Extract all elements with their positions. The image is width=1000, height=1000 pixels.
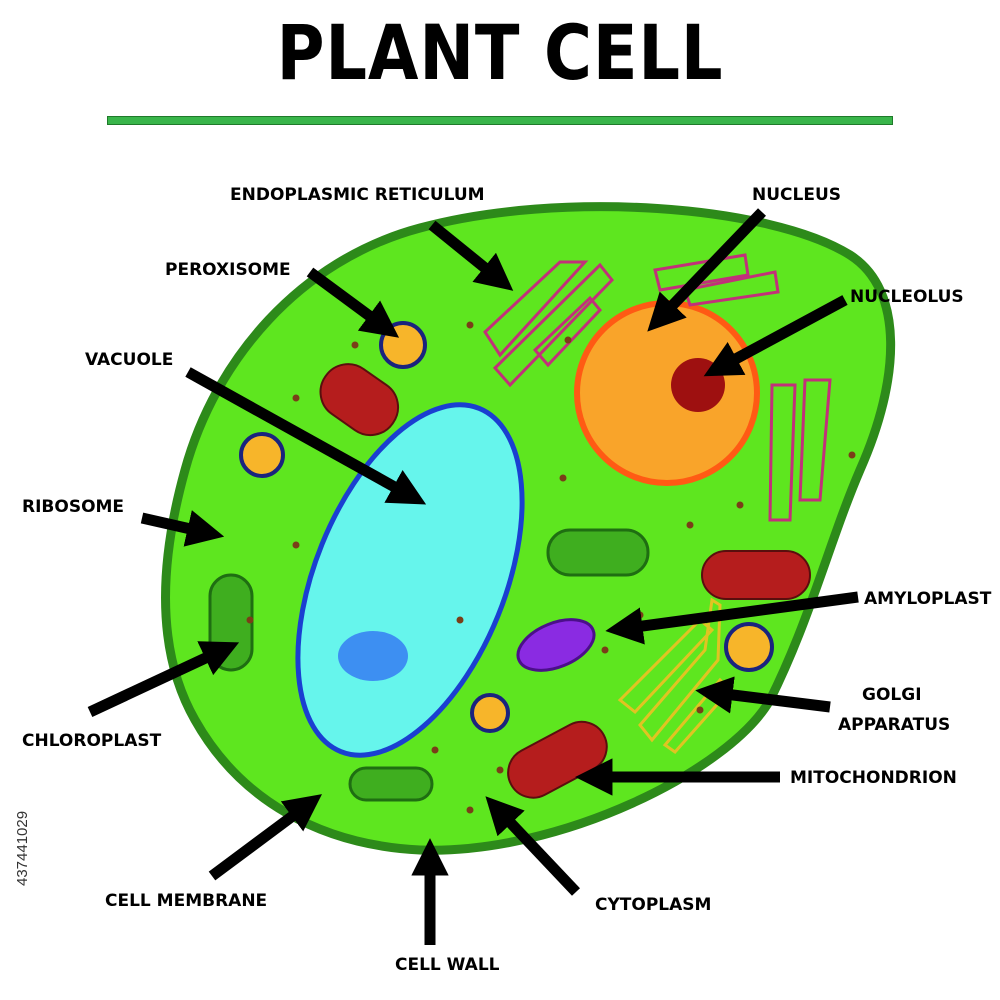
label-cytoplasm: CYTOPLASM [595,895,711,915]
nucleus [574,300,760,486]
label-amyloplast: AMYLOPLAST [864,589,992,609]
label-mitochondrion: MITOCHONDRION [790,768,957,788]
pointer-arrows [87,208,859,945]
mitochondria [319,363,811,799]
label-nucleolus: NUCLEOLUS [850,287,964,307]
label-chloroplast: CHLOROPLAST [22,731,162,751]
label-peroxisome: PEROXISOME [165,260,291,280]
amyloplast [516,618,596,672]
title-underline [107,116,893,125]
label-nucleus: NUCLEUS [752,185,841,205]
label-vacuole: VACUOLE [85,350,173,370]
nucleolus [671,358,725,412]
label-cell-wall: CELL WALL [395,955,500,975]
label-cell-membrane: CELL MEMBRANE [105,891,267,911]
label-endoplasmic-reticulum: ENDOPLASMIC RETICULUM [230,185,485,205]
peroxisomes [239,321,774,733]
label-golgi-line1: GOLGI [862,685,922,705]
page-title: PLANT CELL [276,8,724,97]
label-golgi-line2: APPARATUS [838,715,950,735]
label-ribosome: RIBOSOME [22,497,124,517]
vacuole-spot [338,631,408,681]
